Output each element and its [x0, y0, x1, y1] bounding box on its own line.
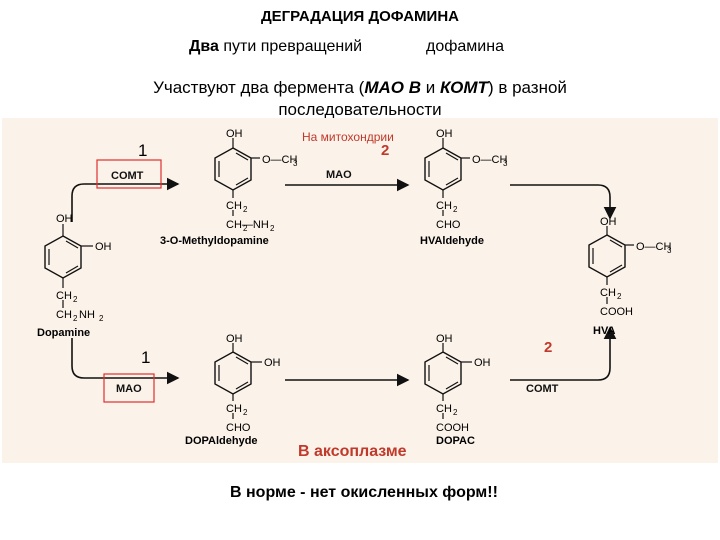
- hvaldehyde-och3: O—CH: [472, 154, 508, 166]
- hva-label: HVA: [593, 325, 615, 337]
- pathway-panel: [2, 118, 718, 463]
- methyldopamine-nh2-sub: 2: [270, 224, 275, 233]
- hva-cooh: COOH: [600, 306, 633, 318]
- dopamine-ch2-sub: 2: [73, 295, 78, 304]
- dopac-oh2: OH: [474, 357, 491, 369]
- enzymes-line: Участвуют два фермента (MAO B и КОМТ) в …: [0, 78, 720, 98]
- dopamine-label: Dopamine: [37, 327, 90, 339]
- subtitle: Два пути превращений: [189, 38, 362, 56]
- dopamine-oh1: OH: [56, 213, 73, 225]
- dopaldehyde-label: DOPAldehyde: [185, 435, 258, 447]
- flow-arrows: [71, 177, 617, 387]
- step-2-bottom: 2: [544, 339, 553, 356]
- dopac-label: DOPAC: [436, 435, 475, 447]
- dopamine-nh2-sub: 2: [99, 314, 104, 323]
- molecule-dopamine: OH OH CH 2 CH 2 NH 2 Dopamine: [37, 213, 112, 339]
- dopaldehyde-ch2: CH: [226, 403, 242, 415]
- hvaldehyde-och3-sub: 3: [503, 159, 508, 168]
- arrow-to-hva-top: [510, 184, 617, 220]
- dopaldehyde-oh1: OH: [226, 333, 243, 345]
- dopamine-ch2nh2-sub: 2: [73, 314, 78, 323]
- dopac-ch2: CH: [436, 403, 452, 415]
- molecule-methyldopamine: OH O—CH 3 CH 2 CH—NH 2 2 3-O-Methyldopam…: [160, 128, 298, 247]
- hva-ch2-sub: 2: [617, 292, 622, 301]
- enzyme-mao-top: MAO: [326, 169, 352, 181]
- step-1-bottom: 1: [141, 348, 151, 367]
- enzymes-line-2: последовательности: [278, 100, 442, 119]
- methyldopamine-label: 3-O-Methyldopamine: [160, 235, 269, 247]
- molecule-dopaldehyde: OH OH CH 2 CHO DOPAldehyde: [185, 333, 281, 447]
- hva-och3: O—CH: [636, 241, 672, 253]
- comt-box: [96, 159, 162, 189]
- dopac-cooh: COOH: [436, 422, 469, 434]
- hvaldehyde-ch2-sub: 2: [453, 205, 458, 214]
- methyldopamine-och3: O—CH: [262, 154, 298, 166]
- methyldopamine-ch2: CH: [226, 200, 242, 212]
- hvaldehyde-cho: CHO: [436, 219, 461, 231]
- molecule-dopac: OH OH CH 2 COOH DOPAC: [424, 333, 491, 447]
- methyldopamine-och3-sub: 3: [293, 159, 298, 168]
- methyldopamine-ch2-sub: 2: [243, 205, 248, 214]
- dopamine-ch2nh2: CH: [56, 309, 72, 321]
- enzymes-text-e: ) в разной: [487, 78, 567, 97]
- axoplasm-note: В аксоплазме: [298, 443, 407, 460]
- subtitle-bold: Два: [189, 38, 219, 55]
- page-title: ДЕГРАДАЦИЯ ДОФАМИНА: [260, 8, 460, 25]
- step-2-top: 2: [381, 142, 390, 159]
- subtitle-rest: пути превращений: [218, 38, 363, 55]
- molecule-hva: OH O—CH 3 CH 2 COOH HVA: [588, 216, 672, 337]
- dopamine-nh2: NH: [79, 309, 95, 321]
- dopaldehyde-ch2-sub: 2: [243, 408, 248, 417]
- enzymes-text-c: и: [420, 78, 440, 97]
- hva-och3-sub: 3: [667, 246, 672, 255]
- enzyme-mao-b: MAO B: [364, 78, 421, 97]
- methyldopamine-ch2nh2-sub: 2: [243, 224, 248, 233]
- enzyme-mao-bottom: MAO: [116, 383, 142, 395]
- dopac-oh1: OH: [436, 333, 453, 345]
- hvaldehyde-oh: OH: [436, 128, 453, 140]
- mitochondria-note: На митохондрии: [302, 130, 394, 144]
- enzyme-komt: КОМТ: [439, 78, 488, 97]
- hvaldehyde-ch2: CH: [436, 200, 452, 212]
- subtitle-right: дофамина: [426, 38, 504, 55]
- mao-box: [103, 373, 155, 403]
- step-1-top: 1: [138, 141, 148, 160]
- arrow-to-hva-bottom: [510, 326, 617, 381]
- dopaldehyde-cho: CHO: [226, 422, 251, 434]
- dopaldehyde-oh2: OH: [264, 357, 281, 369]
- hvaldehyde-label: HVAldehyde: [420, 235, 484, 247]
- arrow-dopamine-to-mao: [71, 338, 180, 385]
- enzyme-comt-bottom: COMT: [526, 383, 559, 395]
- hva-ch2: CH: [600, 287, 616, 299]
- dopamine-oh2: OH: [95, 241, 112, 253]
- footer-note: В норме - нет окисленных форм!!: [230, 484, 498, 501]
- dopamine-ch2: CH: [56, 290, 72, 302]
- enzyme-comt-top: COMT: [111, 170, 144, 182]
- arrow-dopamine-to-comt: [71, 177, 180, 222]
- enzymes-text-a: Участвуют два фермента (: [153, 78, 365, 97]
- methyldopamine-ch2nh2: CH—NH: [226, 219, 269, 231]
- hva-oh: OH: [600, 216, 617, 228]
- dopac-ch2-sub: 2: [453, 408, 458, 417]
- molecule-hvaldehyde: OH O—CH 3 CH 2 CHO HVAldehyde: [420, 128, 508, 247]
- methyldopamine-oh: OH: [226, 128, 243, 140]
